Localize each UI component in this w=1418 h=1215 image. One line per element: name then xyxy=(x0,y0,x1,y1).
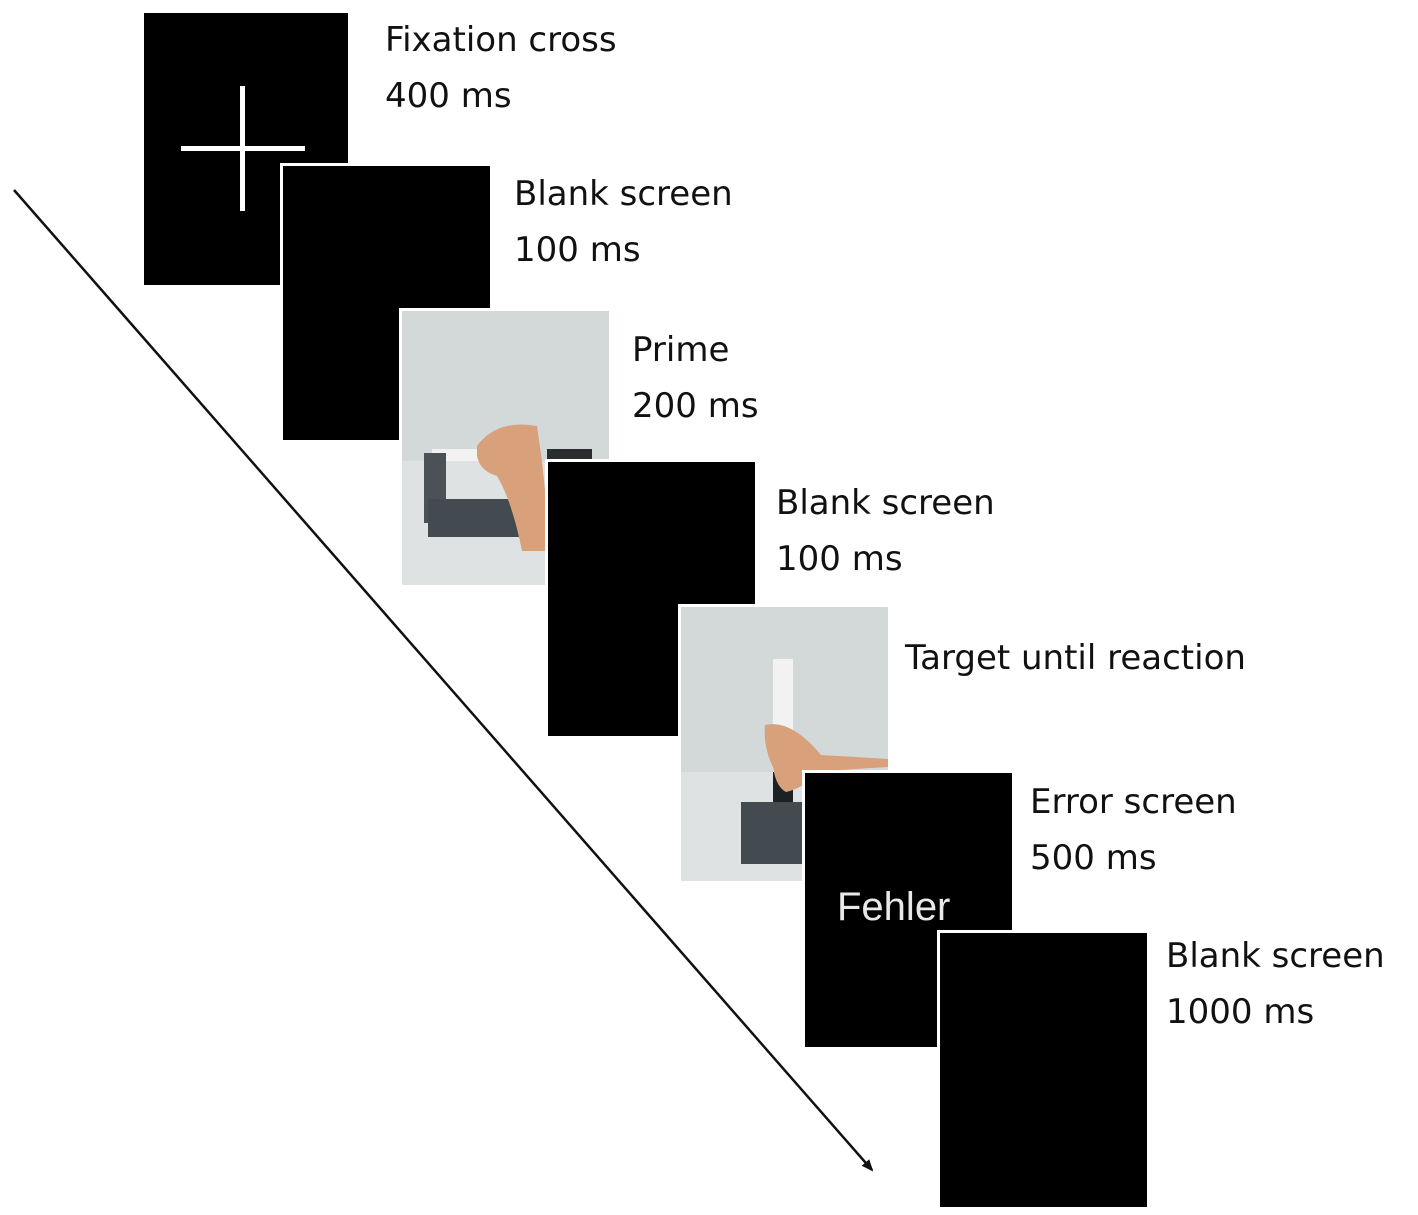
step-duration: 100 ms xyxy=(776,539,903,579)
step-name: Target until reaction xyxy=(905,638,1246,678)
step-duration: 1000 ms xyxy=(1166,992,1315,1032)
step-duration: 200 ms xyxy=(632,386,759,426)
error-text: Fehler xyxy=(837,885,951,929)
blank-screen-3 xyxy=(937,930,1150,1210)
step-label-blank-3: Blank screen 1000 ms xyxy=(1166,928,1385,1040)
step-duration: 500 ms xyxy=(1030,838,1157,878)
step-label-fixation: Fixation cross 400 ms xyxy=(385,12,617,124)
step-label-blank-2: Blank screen 100 ms xyxy=(776,475,995,587)
fixation-cross-icon xyxy=(181,86,305,211)
step-label-blank-1: Blank screen 100 ms xyxy=(514,166,733,278)
step-name: Blank screen xyxy=(776,483,995,523)
step-label-prime: Prime 200 ms xyxy=(632,322,759,434)
step-name: Blank screen xyxy=(514,174,733,214)
step-name: Error screen xyxy=(1030,782,1237,822)
step-duration: 400 ms xyxy=(385,76,512,116)
step-name: Prime xyxy=(632,330,730,370)
step-name: Blank screen xyxy=(1166,936,1385,976)
step-name: Fixation cross xyxy=(385,20,617,60)
step-label-target: Target until reaction xyxy=(905,630,1246,686)
step-duration: 100 ms xyxy=(514,230,641,270)
step-label-error: Error screen 500 ms xyxy=(1030,774,1237,886)
